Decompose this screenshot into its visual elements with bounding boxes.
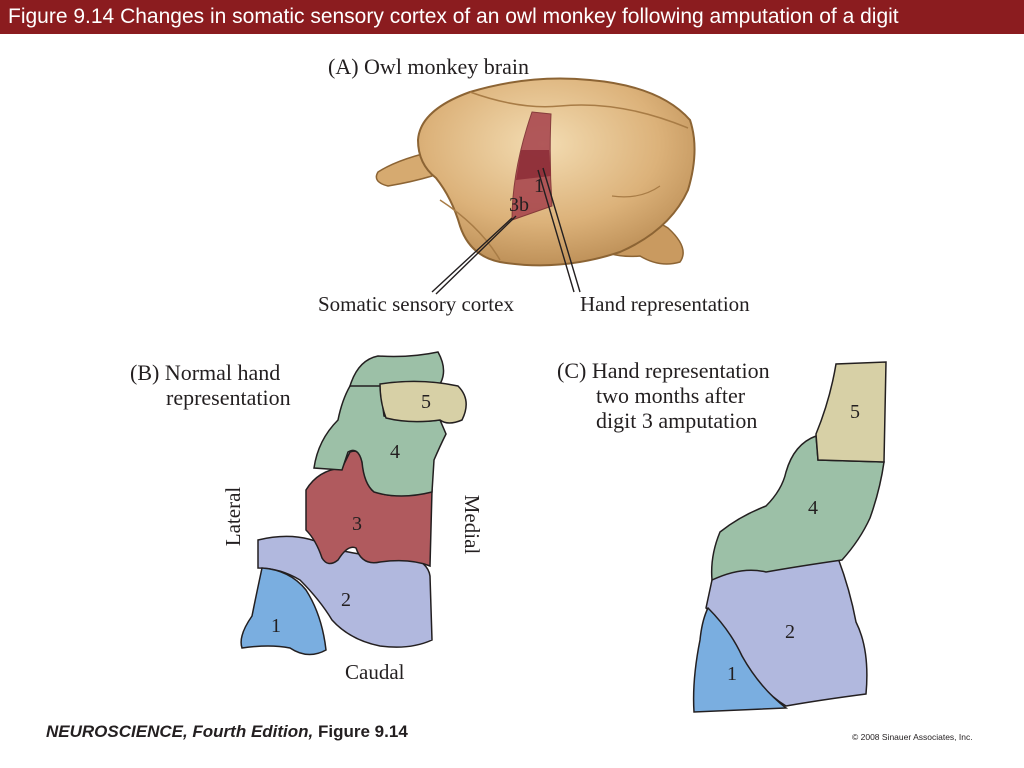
area-label-1: 1 xyxy=(534,175,544,197)
footer-book: NEUROSCIENCE, Fourth Edition, xyxy=(46,722,314,741)
region-digit-1 xyxy=(240,567,327,656)
panel-c-title-line3: digit 3 amputation xyxy=(596,408,758,433)
region-label-5: 5 xyxy=(421,391,431,413)
owl-monkey-brain: 1 3b xyxy=(375,77,696,295)
region-label-3: 3 xyxy=(352,513,362,535)
region-label-5-after: 5 xyxy=(850,401,860,423)
footer-figure: Figure 9.14 xyxy=(318,722,408,741)
region-label-2: 2 xyxy=(341,589,351,611)
footer-citation: NEUROSCIENCE, Fourth Edition, Figure 9.1… xyxy=(46,722,408,742)
panel-c-title-line1: (C) Hand representation xyxy=(557,358,770,383)
panel-c-title-line2: two months after xyxy=(596,383,746,408)
figure-title: Figure 9.14 Changes in somatic sensory c… xyxy=(0,0,1024,34)
region-digit-5-after xyxy=(815,361,887,463)
lateral-label: Lateral xyxy=(221,486,246,547)
region-label-4-after: 4 xyxy=(808,497,818,519)
footer-copyright: © 2008 Sinauer Associates, Inc. xyxy=(852,732,973,742)
region-label-1: 1 xyxy=(271,615,281,637)
normal-hand-map: 1 2 3 4 5 xyxy=(240,351,467,656)
area-label-3b: 3b xyxy=(509,194,529,216)
region-digit-4 xyxy=(313,381,447,497)
somatic-cortex-callout: Somatic sensory cortex xyxy=(318,292,514,316)
panel-b-title-line2: representation xyxy=(166,385,291,410)
region-label-4: 4 xyxy=(390,441,400,463)
panel-b-title-line1: (B) Normal hand xyxy=(130,360,281,385)
hand-representation-callout: Hand representation xyxy=(580,292,750,316)
region-digit-1-after xyxy=(692,606,789,713)
region-digit-5 xyxy=(379,380,467,424)
region-digit-4-after xyxy=(710,434,885,582)
caudal-label: Caudal xyxy=(345,660,405,684)
panel-a-title: (A) Owl monkey brain xyxy=(328,54,530,79)
post-amputation-hand-map: 1 2 4 5 xyxy=(692,361,887,713)
medial-label: Medial xyxy=(460,494,485,555)
region-label-1-after: 1 xyxy=(727,663,737,685)
region-label-2-after: 2 xyxy=(785,621,795,643)
